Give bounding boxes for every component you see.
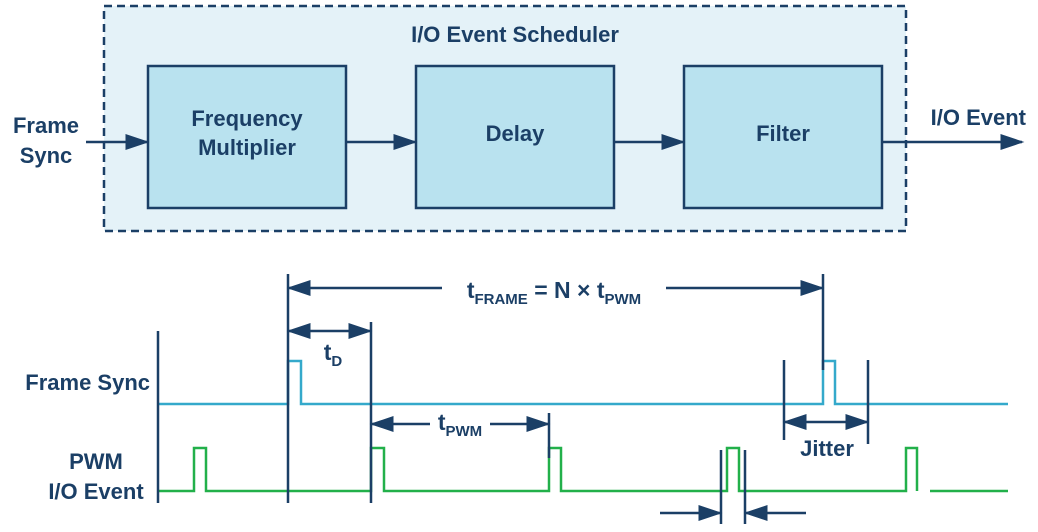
output-label: I/O Event: [931, 105, 1027, 130]
frame-sync-waveform: [158, 359, 1008, 406]
frequency-multiplier-block: [146, 64, 348, 210]
scheduler-title: I/O Event Scheduler: [411, 22, 619, 47]
frame-sync-signal-label: Frame Sync: [25, 370, 150, 395]
filter-block: [682, 64, 884, 210]
filter-label: Filter: [756, 121, 810, 146]
pwm-signal-label-line2: I/O Event: [48, 479, 144, 504]
pwm-signal-label-line1: PWM: [69, 449, 123, 474]
jitter-label: Jitter: [800, 436, 854, 461]
t-pwm-label: tPWM: [438, 409, 482, 440]
frequency-multiplier-label-line1: Frequency: [191, 106, 303, 131]
delay-label: Delay: [486, 121, 545, 146]
input-label-sync: Sync: [20, 143, 73, 168]
input-label-frame: Frame: [13, 113, 79, 138]
t-d-label: tD: [324, 339, 343, 370]
t-frame-label: tFRAME = N × tPWM: [467, 277, 641, 308]
frequency-multiplier-label-line2: Multiplier: [198, 135, 296, 160]
